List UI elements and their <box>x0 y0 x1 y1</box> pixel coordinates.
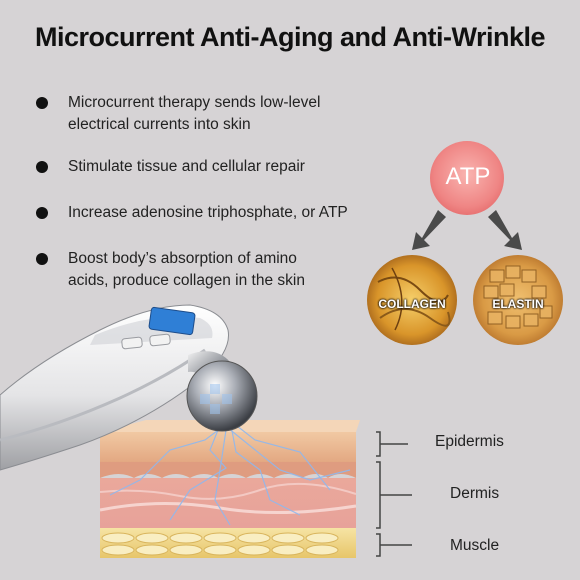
bullet-dot-icon <box>36 161 48 173</box>
bullet-atp: Increase adenosine triphosphate, or ATP <box>34 202 348 224</box>
atp-label: ATP <box>445 163 491 190</box>
collagen-label: COLLAGEN <box>378 297 446 311</box>
elastin-circle <box>473 255 563 345</box>
bullet-dot-icon <box>36 207 48 219</box>
bullet-text-line2: electrical currents into skin <box>68 116 251 133</box>
arrow-down-left-icon <box>412 210 446 250</box>
bullet-text: Increase adenosine triphosphate, or ATP <box>68 204 348 221</box>
collagen-circle <box>367 255 457 345</box>
elastin-label: ELASTIN <box>492 297 544 311</box>
layer-brackets <box>376 431 412 557</box>
muscle-label: Muscle <box>450 537 500 554</box>
bullet-text-line1: Microcurrent therapy sends low-level <box>68 94 321 111</box>
skin-cross-section <box>99 419 360 558</box>
page-title: Microcurrent Anti-Aging and Anti-Wrinkle <box>35 22 546 52</box>
epidermis-label: Epidermis <box>435 433 504 450</box>
device-screen <box>148 306 196 336</box>
atp-circle <box>430 141 504 215</box>
bullet-microcurrent: Microcurrent therapy sends low-level ele… <box>34 92 320 136</box>
microcurrent-device <box>0 304 258 471</box>
bullet-text: Stimulate tissue and cellular repair <box>68 158 305 175</box>
bullet-text-line1: Boost body’s absorption of amino <box>68 250 297 267</box>
bullet-dot-icon <box>36 97 48 109</box>
arrow-down-right-icon <box>488 210 522 250</box>
bullet-amino: Boost body’s absorption of amino acids, … <box>34 248 305 292</box>
bullet-dot-icon <box>36 253 48 265</box>
bullet-text-line2: acids, produce collagen in the skin <box>68 272 305 289</box>
bullet-repair: Stimulate tissue and cellular repair <box>34 156 305 178</box>
dermis-label: Dermis <box>450 485 500 502</box>
